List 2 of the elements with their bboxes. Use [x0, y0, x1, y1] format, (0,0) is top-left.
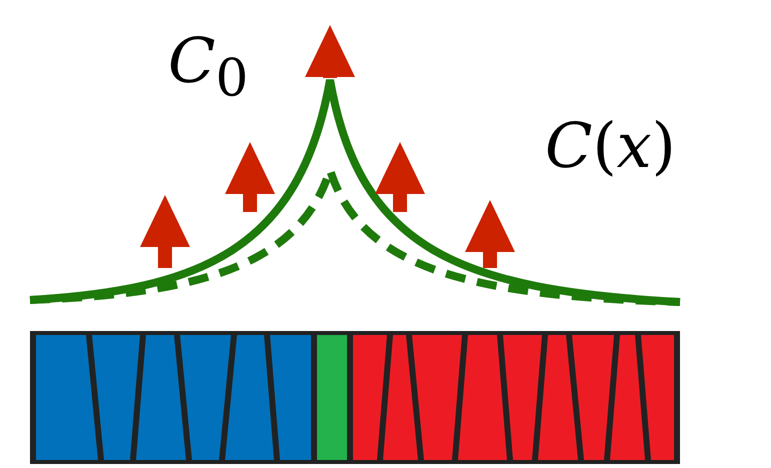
math-label: C(x) — [545, 115, 676, 177]
math-label: C$_{0}$ — [168, 30, 248, 106]
